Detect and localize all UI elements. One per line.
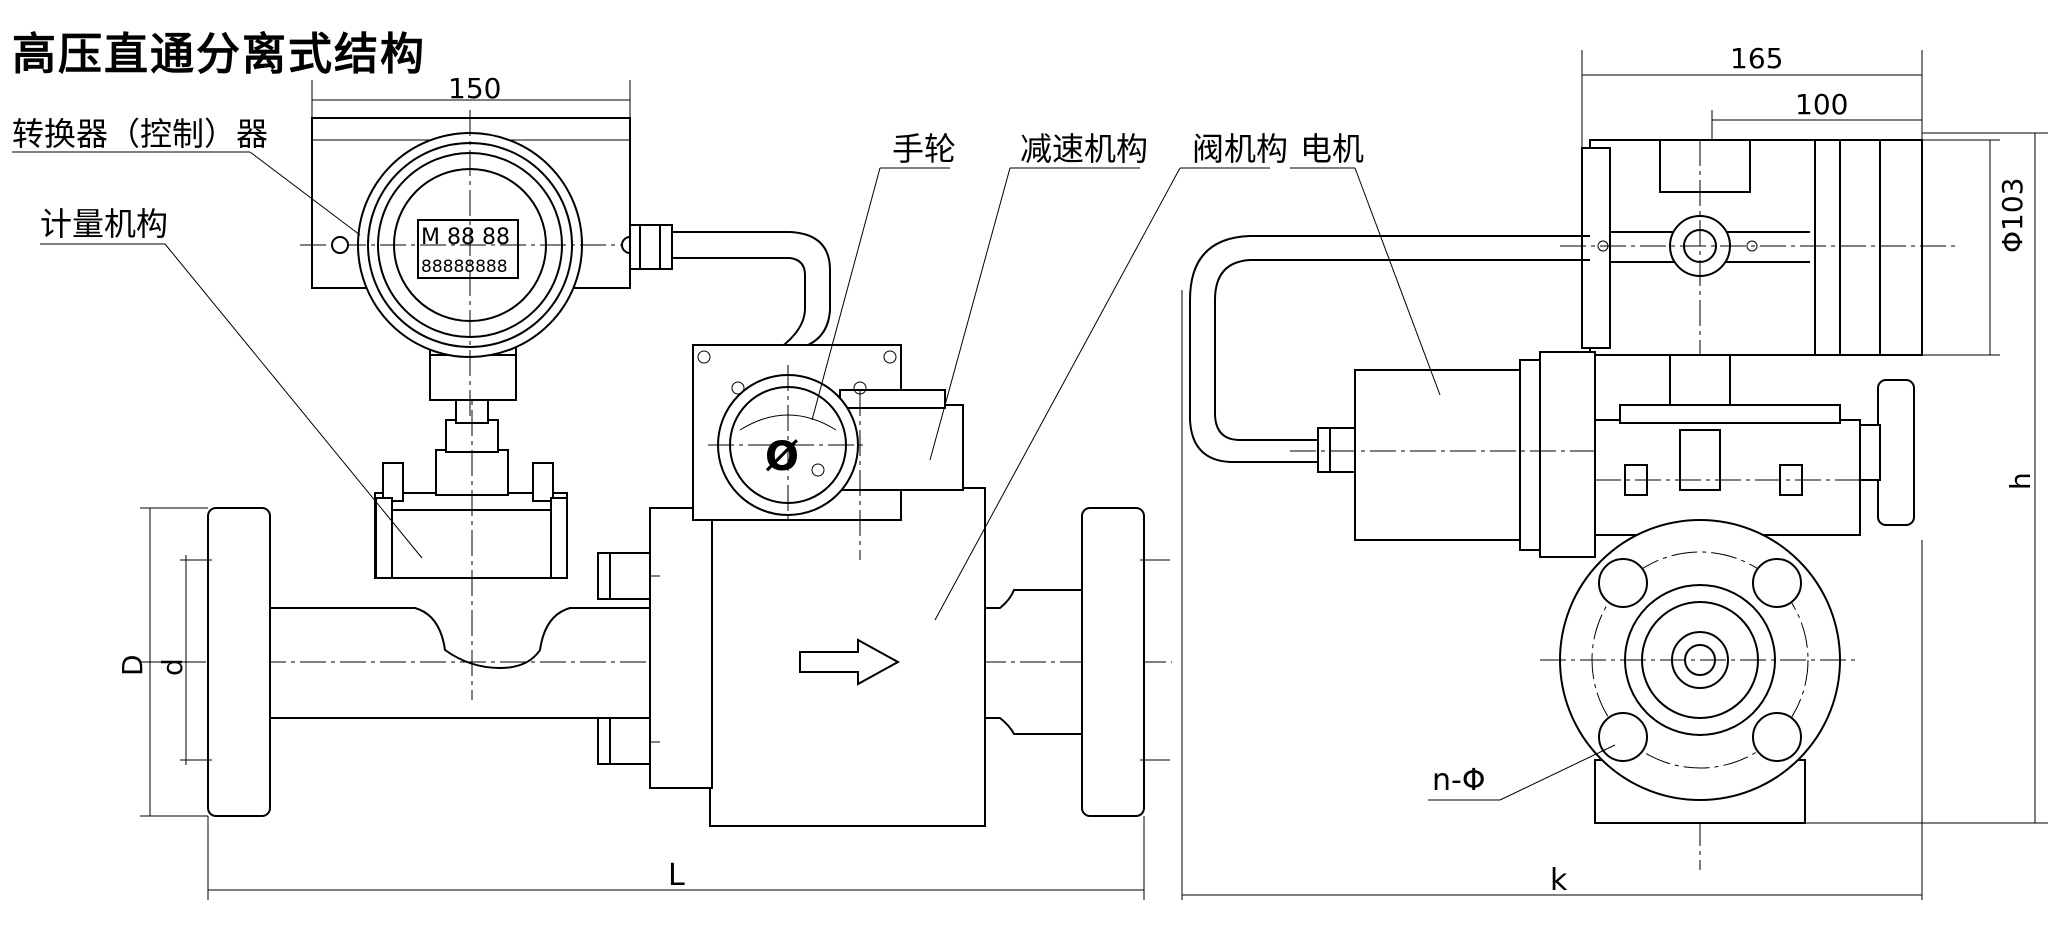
label-converter: 转换器（控制）器	[12, 115, 268, 153]
side-cable	[1189, 235, 1590, 463]
dim-D: D	[116, 654, 149, 676]
side-handwheel	[1877, 379, 1915, 526]
front-right-flange	[1081, 507, 1145, 817]
bolt-hole-1	[1598, 558, 1648, 608]
label-metering: 计量机构	[40, 205, 168, 243]
cable-nut	[629, 224, 673, 270]
lcd-row-1: M 88 88	[421, 225, 510, 250]
motor-body	[1354, 369, 1531, 541]
bolt-hole-4	[1752, 712, 1802, 762]
valve-flange	[649, 507, 713, 789]
dim-k: k	[1550, 863, 1568, 898]
dim-100: 100	[1795, 88, 1848, 121]
front-left-flange	[207, 507, 271, 817]
lcd-row-2: 88888888	[421, 257, 508, 277]
dim-150: 150	[448, 72, 501, 105]
bolt-hole-3	[1598, 712, 1648, 762]
leader-labels: 转换器（控制）器 计量机构 手轮 减速机构 阀机构 电机 n-Φ	[12, 115, 1616, 801]
label-motor: 电机	[1300, 130, 1364, 168]
label-reducer: 减速机构	[1020, 130, 1148, 168]
bolt-hole-2	[1752, 558, 1802, 608]
front-pipe-upper	[267, 598, 658, 670]
label-holes: n-Φ	[1432, 763, 1485, 798]
label-valve: 阀机构	[1192, 130, 1288, 168]
handwheel-logo: Ø	[765, 434, 799, 480]
converter-lcd	[417, 219, 519, 279]
dim-h: h	[2004, 472, 2037, 490]
dim-phi103: Φ103	[1996, 178, 2029, 253]
dim-165: 165	[1730, 42, 1783, 75]
label-handwheel: 手轮	[892, 130, 956, 168]
front-view: M 88 88 88888888 Ø	[116, 72, 1172, 900]
dim-d: d	[156, 658, 189, 676]
cable	[672, 231, 831, 349]
side-view: 165 100 Φ103 h k	[1181, 42, 2048, 900]
flow-arrow	[799, 638, 901, 686]
page-title: 高压直通分离式结构	[12, 29, 426, 80]
dim-L: L	[668, 858, 685, 893]
